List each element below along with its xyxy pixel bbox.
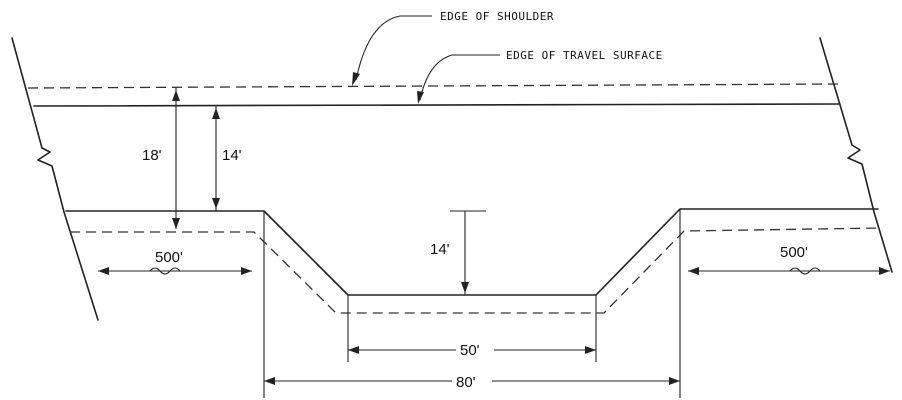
dim-label-50: 50' bbox=[460, 342, 480, 359]
shoulder-leader bbox=[355, 15, 432, 81]
edge-of-shoulder-line bbox=[27, 83, 839, 89]
shoulder-leader-arrow bbox=[352, 72, 360, 86]
edge-of-travel-surface-label: EDGE OF TRAVEL SURFACE bbox=[506, 49, 663, 62]
dim-label-14-notch: 14' bbox=[430, 241, 450, 258]
break-wave-left bbox=[149, 267, 181, 275]
dim-label-14-travel: 14' bbox=[222, 147, 242, 164]
dim-label-80: 80' bbox=[456, 374, 476, 391]
right-break-line bbox=[819, 37, 893, 273]
travel-leader-arrow bbox=[417, 91, 424, 104]
travel-leader bbox=[419, 54, 500, 101]
edge-of-shoulder-label: EDGE OF SHOULDER bbox=[440, 10, 554, 23]
break-wave-right bbox=[789, 267, 821, 275]
left-break-line bbox=[11, 37, 99, 321]
pullout-edge-dashed bbox=[70, 227, 883, 314]
pullout-edge-solid bbox=[65, 208, 879, 296]
dim-label-500-right: 500' bbox=[780, 244, 808, 261]
dim-label-500-left: 500' bbox=[155, 249, 183, 266]
edge-of-travel-surface-line bbox=[33, 103, 841, 107]
dim-label-18: 18' bbox=[142, 147, 162, 164]
